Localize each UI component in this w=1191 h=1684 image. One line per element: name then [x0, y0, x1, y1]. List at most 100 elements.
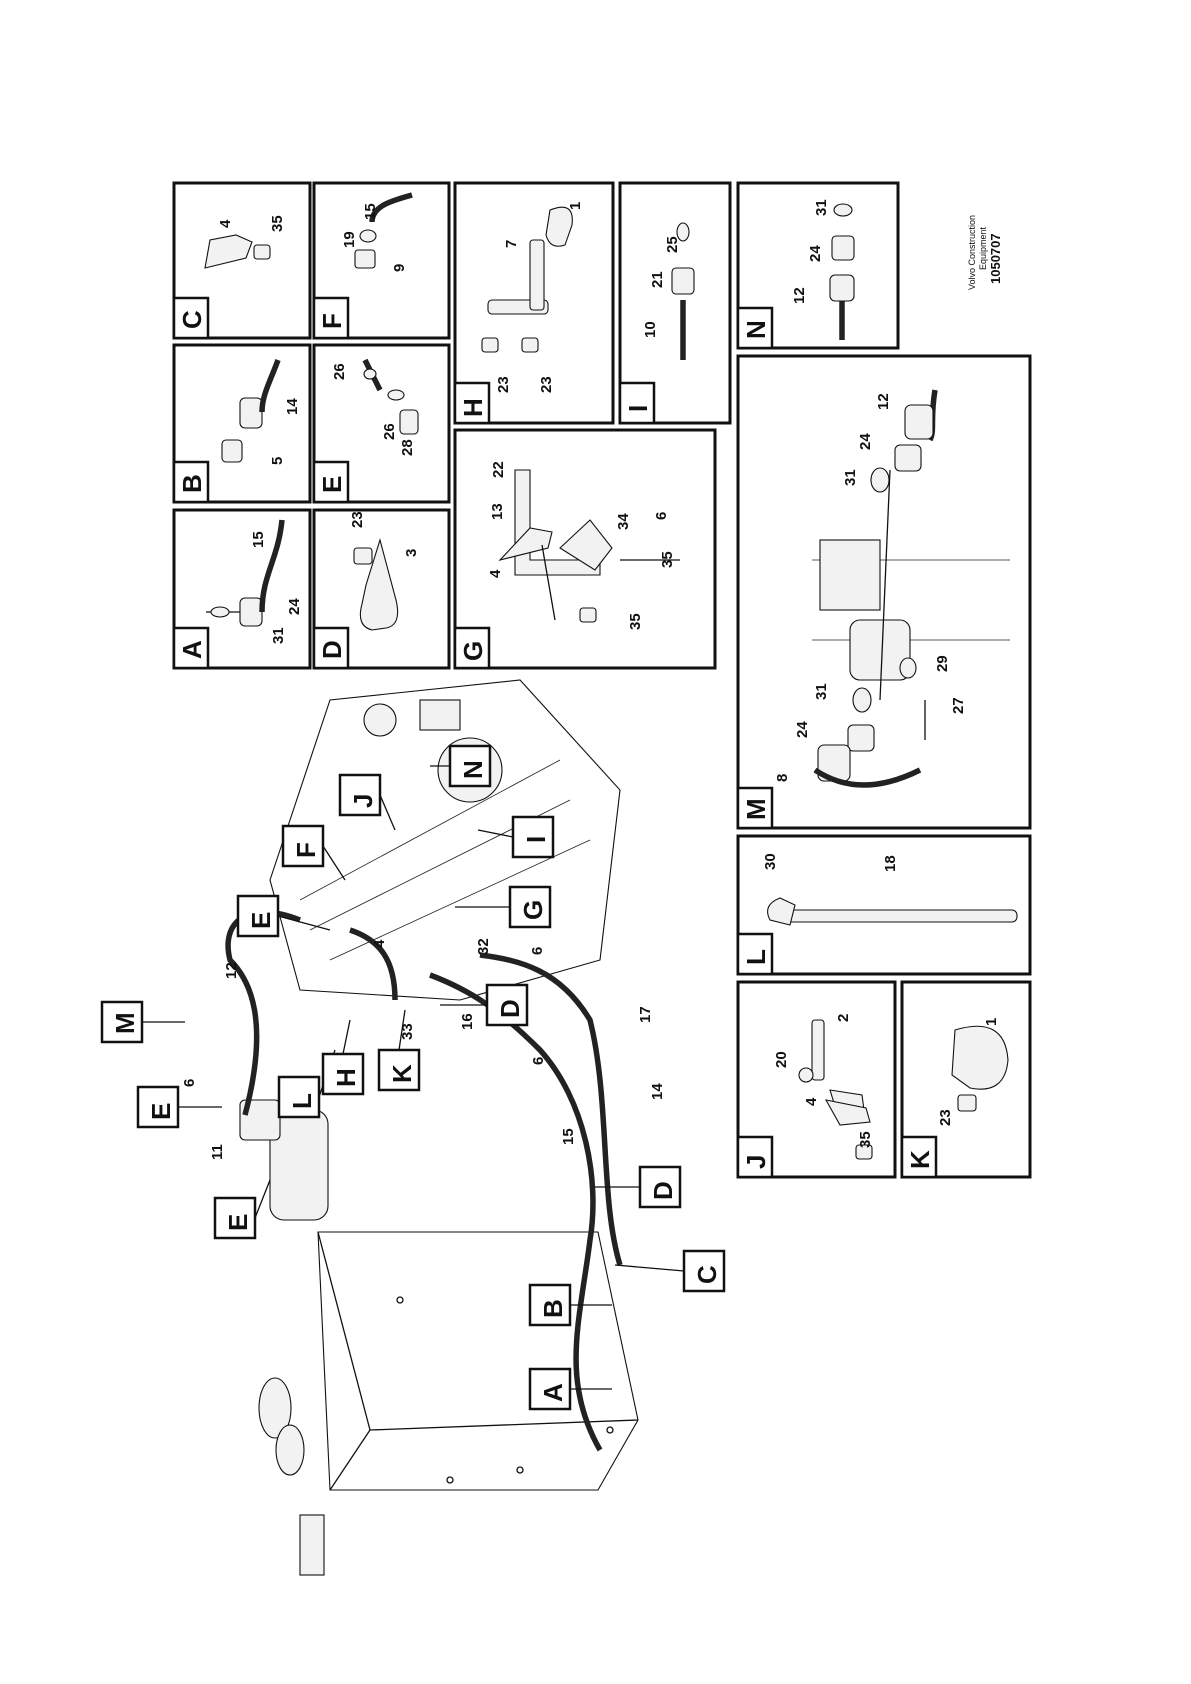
detail-panel-e: E 28 26 26	[312, 343, 451, 504]
reference-tag-b: B	[528, 1283, 612, 1327]
callout: 23	[937, 1109, 954, 1126]
callout: 4	[217, 219, 234, 228]
plug-icon	[362, 358, 419, 435]
panel-letter-a: A	[177, 640, 207, 659]
reference-tag-k: K	[377, 1009, 421, 1092]
svg-text:N: N	[458, 760, 488, 779]
drawing-number: 1050707	[988, 233, 1003, 284]
callout: 26	[381, 423, 398, 440]
callout: 8	[774, 774, 791, 782]
svg-text:C: C	[692, 1265, 722, 1284]
detail-panel-b: B 5 14	[172, 343, 312, 504]
panel-letter-j: J	[741, 1155, 771, 1169]
panel-letter-k: K	[905, 1150, 935, 1169]
callout: 35	[857, 1131, 874, 1148]
svg-text:B: B	[538, 1299, 568, 1318]
svg-text:L: L	[287, 1093, 317, 1109]
callout: 27	[950, 697, 967, 714]
fitting-icon	[221, 359, 281, 463]
callout: 19	[341, 231, 358, 248]
reference-tag-d: D	[440, 983, 529, 1027]
callout: 31	[813, 683, 830, 700]
callout: 29	[934, 655, 951, 672]
callout: 24	[794, 721, 811, 738]
callout: 6	[653, 512, 670, 520]
part-callout: 11	[209, 1144, 226, 1160]
bracket-clamp-icon	[481, 206, 573, 353]
detail-panel-l: L 30 18	[736, 834, 1032, 976]
detail-panel-a: A 31 24 15	[172, 508, 312, 670]
callout: 3	[403, 549, 420, 557]
part-callout: 17	[637, 1006, 654, 1023]
reference-tag-n: N	[430, 744, 492, 788]
svg-text:G: G	[518, 900, 548, 920]
svg-text:M: M	[110, 1012, 140, 1034]
svg-text:H: H	[331, 1068, 361, 1087]
part-callout: 14	[649, 1083, 666, 1100]
callout: 30	[762, 853, 779, 870]
company-line-1: Volvo Construction	[967, 215, 977, 290]
part-callout: 4	[371, 939, 388, 948]
svg-text:D: D	[495, 999, 525, 1018]
callout: 24	[857, 433, 874, 450]
svg-text:J: J	[348, 794, 378, 808]
reference-tag-l: L	[277, 1049, 336, 1119]
reference-tag-j: J	[338, 773, 396, 831]
panel-letter-m: M	[741, 798, 771, 820]
detail-panel-f: F 9 19 15	[312, 181, 451, 340]
svg-text:D: D	[648, 1181, 678, 1200]
svg-text:K: K	[387, 1064, 417, 1083]
fitting-icon	[354, 192, 413, 269]
detail-panel-m: M 8 24 31 27 29 31 24 12	[736, 354, 1032, 830]
callout: 5	[269, 457, 286, 465]
pipe-icon	[767, 897, 1018, 926]
bracket-icon	[498, 469, 680, 623]
callout: 20	[773, 1051, 790, 1068]
callout: 9	[391, 264, 408, 272]
panel-letter-e: E	[317, 476, 347, 493]
callout: 34	[615, 513, 632, 530]
pump-assembly-icon	[812, 389, 1010, 788]
callout: 35	[269, 215, 286, 232]
part-callout: 33	[399, 1023, 416, 1040]
callout: 21	[649, 271, 666, 288]
callout: 23	[495, 376, 512, 393]
callout: 22	[490, 461, 507, 478]
svg-text:E: E	[223, 1214, 253, 1231]
callout: 1	[983, 1018, 1000, 1026]
callout: 31	[842, 469, 859, 486]
reference-tag-m: M	[100, 1000, 185, 1044]
part-callout: 6	[181, 1079, 198, 1087]
bracket-icon	[798, 1019, 873, 1160]
callout: 15	[362, 203, 379, 220]
panel-letter-c: C	[177, 310, 207, 329]
callout: 35	[659, 551, 676, 568]
part-callout: 12	[223, 962, 240, 979]
callout: 15	[250, 531, 267, 548]
callout: 10	[642, 321, 659, 338]
svg-text:A: A	[538, 1383, 568, 1402]
callout: 2	[835, 1014, 852, 1022]
callout: 28	[399, 439, 416, 456]
fitting-icon	[671, 222, 695, 360]
fitting-icon	[206, 519, 285, 627]
callout: 23	[349, 511, 366, 528]
detail-panel-h: H 23 23 7 1	[453, 181, 615, 425]
callout: 12	[791, 287, 808, 304]
clamp-icon	[353, 538, 399, 631]
panel-letter-l: L	[741, 949, 771, 965]
svg-text:I: I	[521, 836, 551, 843]
fitting-icon	[829, 203, 855, 340]
part-callout: 16	[459, 1013, 476, 1030]
callout: 24	[286, 598, 303, 615]
callout: 12	[875, 393, 892, 410]
reference-tag-h: H	[321, 1019, 365, 1096]
callout: 18	[882, 855, 899, 872]
reference-tag-f: F	[281, 824, 346, 881]
panel-letter-i: I	[623, 405, 653, 412]
callout: 31	[270, 627, 287, 644]
panel-letter-g: G	[458, 641, 488, 661]
panel-letter-b: B	[177, 474, 207, 493]
